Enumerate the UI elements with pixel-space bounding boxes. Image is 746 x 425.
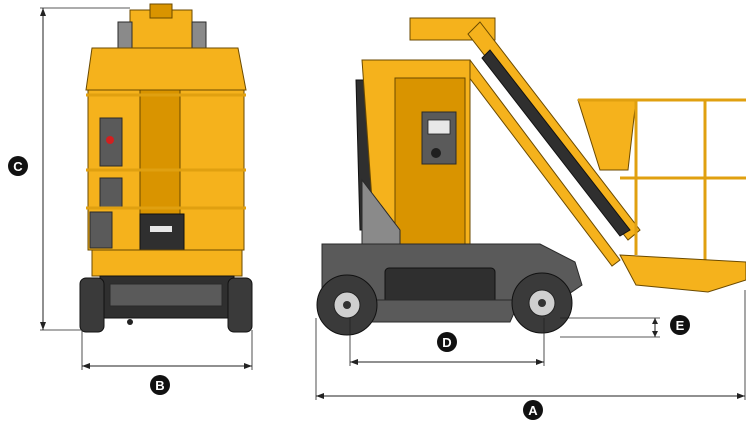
dimension-d xyxy=(349,318,545,366)
callout-e-label: E xyxy=(676,318,685,333)
dimension-a xyxy=(315,290,746,400)
callout-d-label: D xyxy=(442,335,451,350)
side-view-machine xyxy=(316,17,746,336)
callout-d: D xyxy=(437,332,457,352)
front-view-machine xyxy=(79,3,253,333)
dimension-b xyxy=(81,330,253,370)
callout-a: A xyxy=(523,400,543,420)
callout-c-label: C xyxy=(13,159,23,174)
callout-b: B xyxy=(150,375,170,395)
dimension-e xyxy=(560,317,660,338)
callout-b-label: B xyxy=(155,378,164,393)
callout-c: C xyxy=(8,156,28,176)
callout-a-label: A xyxy=(528,403,538,418)
dimension-c xyxy=(40,7,130,331)
callout-e: E xyxy=(670,315,690,335)
